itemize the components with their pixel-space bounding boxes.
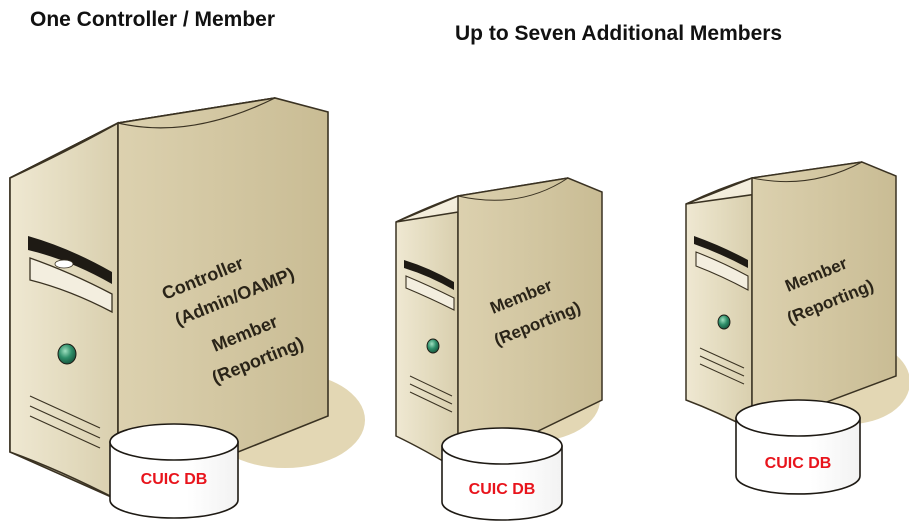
server-3-drive-bay-1	[694, 236, 748, 268]
server-1-eject-button	[54, 259, 74, 269]
server-2-db-label: CUIC DB	[469, 481, 536, 498]
server-3-vent-2	[699, 355, 745, 377]
server-2-drive-bay-2	[405, 275, 455, 311]
server-3-vent-1	[699, 347, 745, 369]
server-2-vent-3	[409, 391, 453, 413]
server-2-drive-bay-1	[404, 260, 454, 290]
server-2-database-icon: CUIC DB	[441, 427, 563, 521]
server-3-power-led-icon	[717, 314, 731, 330]
server-1-vent-2	[29, 405, 101, 439]
server-1-drive-bay-2	[29, 257, 113, 314]
server-1-db-label: CUIC DB	[141, 471, 208, 488]
server-2-side	[457, 177, 603, 472]
server-3-drive-bay-2	[695, 251, 749, 291]
server-2-power-led-icon	[426, 338, 440, 354]
server-3-database-icon: CUIC DB	[735, 399, 861, 495]
server-2-vent-2	[409, 383, 453, 405]
server-1-drive-bay-1	[28, 236, 112, 284]
server-1-vent-1	[29, 395, 101, 429]
heading-additional-members: Up to Seven Additional Members	[455, 22, 783, 45]
server-3-top-edge	[751, 161, 863, 183]
server-2-vent-1	[409, 375, 453, 397]
server-3-member: Member (Reporting) CUIC DB	[685, 161, 909, 495]
server-1-controller: Controller (Admin/OAMP) Member (Reportin…	[9, 97, 365, 519]
server-1-power-led-icon	[57, 343, 77, 365]
server-3-side	[751, 161, 897, 432]
server-3-vent-3	[699, 363, 745, 385]
server-1-bezel	[9, 121, 119, 502]
server-1-database-icon: CUIC DB	[109, 423, 239, 519]
server-3-bezel	[685, 176, 753, 432]
heading-controller: One Controller / Member	[30, 8, 276, 31]
server-2-bezel	[395, 194, 459, 472]
server-2-member: Member (Reporting) CUIC DB	[395, 177, 603, 521]
server-1-vent-3	[29, 415, 101, 449]
server-3-db-label: CUIC DB	[765, 455, 832, 472]
server-2-top-edge	[457, 177, 569, 201]
server-1-top-edge	[117, 97, 276, 129]
